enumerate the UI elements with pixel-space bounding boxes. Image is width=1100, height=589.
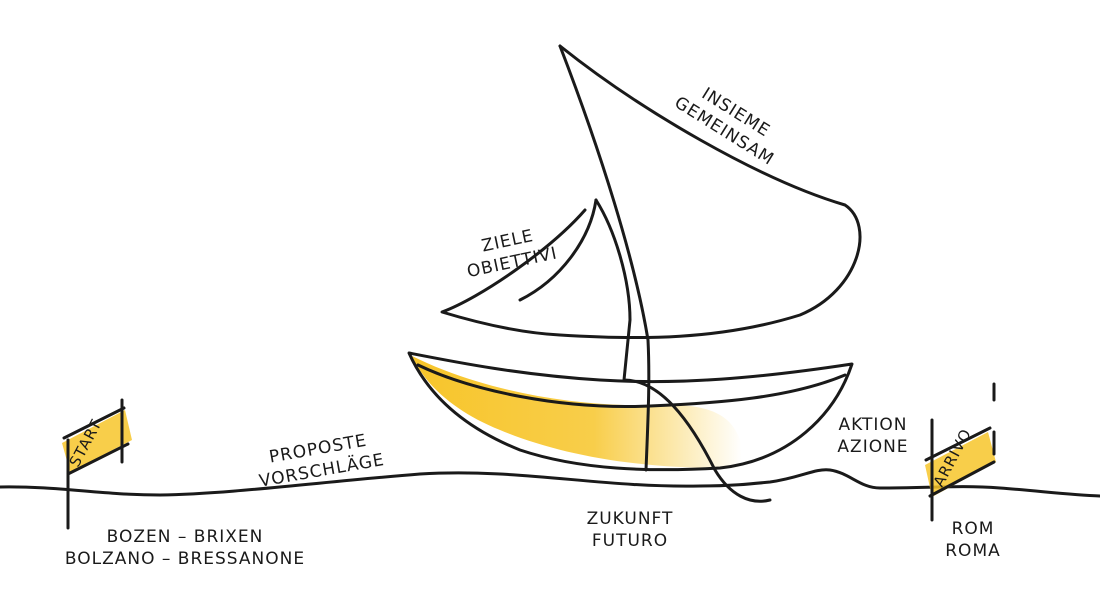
start-sign: START: [62, 398, 132, 530]
destination-label-line-2: ROMA: [945, 541, 1001, 561]
origin-label-line-2: BOLZANO – BRESSANONE: [64, 549, 306, 569]
main-sail: [440, 44, 862, 340]
future-label-line-2: FUTURO: [591, 531, 669, 551]
mast: [558, 44, 651, 472]
hull-deck-line: [416, 363, 847, 408]
action-label-line-1: AKTION: [838, 415, 908, 435]
hull-shading: [412, 356, 742, 469]
future-label-line-1: ZUKUNFT: [586, 509, 674, 529]
action-label-line-2: AZIONE: [837, 437, 909, 457]
journey-line: [0, 468, 1100, 498]
jib-edge: [518, 198, 598, 302]
jib-sail: [594, 198, 772, 503]
hull-outline: [407, 351, 854, 472]
origin-label: BOZEN – BRIXEN BOLZANO – BRESSANONE: [60, 526, 310, 570]
action-label: AKTION AZIONE: [818, 414, 928, 458]
arrival-sign: ARRIVO: [924, 382, 996, 522]
destination-label: ROM ROMA: [928, 518, 1018, 562]
origin-label-line-1: BOZEN – BRIXEN: [106, 527, 264, 547]
destination-label-line-1: ROM: [951, 519, 995, 539]
future-label: ZUKUNFT FUTURO: [565, 508, 695, 552]
